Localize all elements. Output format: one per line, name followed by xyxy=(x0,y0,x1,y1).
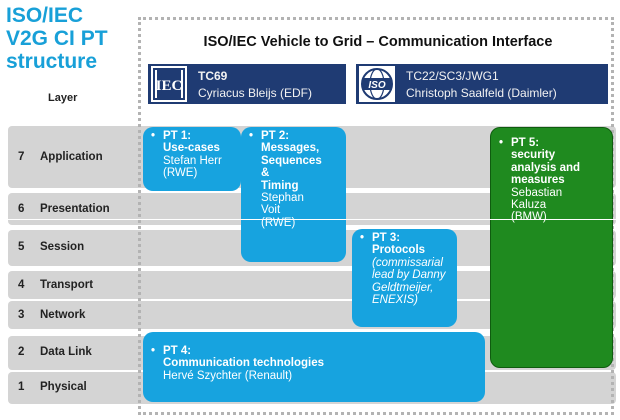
pt1-box: • PT 1: Use-cases Stefan Herr (RWE) xyxy=(143,127,241,191)
pt5-head: PT 5: xyxy=(511,137,540,149)
pt5-topic-2: analysis and xyxy=(511,161,581,174)
layer-number: 1 xyxy=(18,381,25,393)
layer-number: 6 xyxy=(18,203,25,215)
iso-person: Christoph Saalfeld (Daimler) xyxy=(406,86,557,100)
pt2-topic-3: & xyxy=(261,167,270,180)
iso-logo-text: ISO xyxy=(368,80,385,91)
pt3-note-1: (commissarial xyxy=(372,256,443,269)
layer-number: 4 xyxy=(18,279,25,291)
pt3-note-3: Geldtmeijer, xyxy=(372,281,434,294)
layer-caption: Layer xyxy=(48,92,78,104)
title-line-2: V2G CI PT xyxy=(6,27,108,50)
bullet-icon: • xyxy=(151,130,156,142)
bullet-icon: • xyxy=(360,232,365,244)
pt1-org: (RWE) xyxy=(163,167,198,180)
pt5-person-2: Kaluza xyxy=(511,199,547,212)
pt3-box: • PT 3: Protocols (commissarial lead by D… xyxy=(352,229,457,327)
pt2-person-2: Voit xyxy=(261,204,281,217)
layer-name: Presentation xyxy=(40,203,110,215)
pt4-topic: Communication technologies xyxy=(163,357,325,370)
layer-name: Physical xyxy=(40,381,87,393)
pt5-box: • PT 5: security analysis and measures Se… xyxy=(490,127,613,368)
iso-logo-icon: ISO xyxy=(359,66,395,102)
layer-name: Session xyxy=(40,241,85,253)
layer-number: 5 xyxy=(18,241,25,253)
pt1-head: PT 1: xyxy=(163,130,192,142)
layer-number: 2 xyxy=(18,346,25,358)
iec-logo-text: IEC xyxy=(156,78,183,94)
pt3-topic: Protocols xyxy=(372,244,426,257)
layer-number: 3 xyxy=(18,309,25,321)
layer-name: Transport xyxy=(40,279,94,291)
pt4-box: • PT 4: Communication technologies Hervé … xyxy=(143,332,485,402)
pt3-head: PT 3: xyxy=(372,232,401,244)
bullet-icon: • xyxy=(499,137,504,149)
divider-line xyxy=(0,219,620,220)
layer-name: Data Link xyxy=(40,346,92,358)
pt3-note-2: lead by Danny xyxy=(372,269,446,282)
layer-name: Network xyxy=(40,309,86,321)
pt1-topic: Use-cases xyxy=(163,142,220,155)
iso-header: ISO TC22/SC3/JWG1 Christoph Saalfeld (Da… xyxy=(356,64,608,104)
pt4-head: PT 4: xyxy=(163,345,192,357)
pt5-org: (BMW) xyxy=(511,211,547,224)
bullet-icon: • xyxy=(249,130,254,142)
pt2-topic-2: Sequences xyxy=(261,154,322,167)
pt2-head: PT 2: xyxy=(261,130,290,142)
diagram-title: ISO/IEC V2G CI PT structure xyxy=(6,4,140,73)
title-line-3: structure xyxy=(6,50,98,73)
frame-title: ISO/IEC Vehicle to Grid – Communication … xyxy=(203,34,553,50)
layer-number: 7 xyxy=(18,151,25,163)
pt2-topic-1: Messages, xyxy=(261,142,320,155)
pt2-box: • PT 2: Messages, Sequences & Timing Step… xyxy=(241,127,346,262)
pt5-person-1: Sebastian xyxy=(511,186,563,199)
pt4-person: Hervé Szychter (Renault) xyxy=(163,369,293,382)
pt3-note-4: ENEXIS) xyxy=(372,294,419,307)
pt2-person-1: Stephan xyxy=(261,192,304,205)
title-line-1: ISO/IEC xyxy=(6,4,84,27)
pt2-topic-4: Timing xyxy=(261,179,299,192)
iec-person: Cyriacus Bleijs (EDF) xyxy=(198,86,313,100)
pt5-topic-3: measures xyxy=(511,174,565,187)
pt1-person: Stefan Herr xyxy=(163,154,222,167)
iec-committee: TC69 xyxy=(198,69,228,83)
iec-logo-icon: IEC xyxy=(151,66,187,102)
iso-committee: TC22/SC3/JWG1 xyxy=(406,69,499,83)
layer-name: Application xyxy=(40,151,103,163)
pt5-topic-1: security xyxy=(511,149,556,162)
iec-header: IEC TC69 Cyriacus Bleijs (EDF) xyxy=(148,64,346,104)
bullet-icon: • xyxy=(151,345,156,357)
